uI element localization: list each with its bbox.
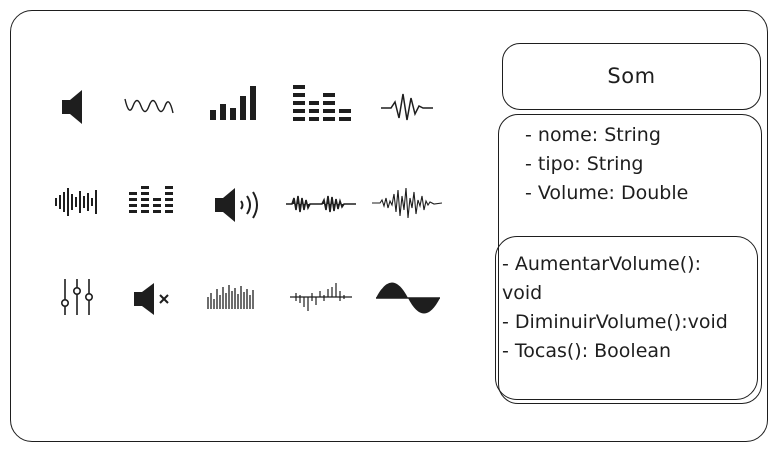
method-diminuir-volume: - DiminuirVolume():void — [502, 311, 728, 333]
attribute-tipo: - tipo: String — [525, 153, 644, 175]
signal-bars-icon — [210, 86, 256, 120]
spike-wave-icon — [290, 283, 352, 311]
diagram-frame — [10, 10, 768, 442]
methods-box — [495, 236, 758, 400]
noise-wave-icon — [372, 186, 442, 220]
attribute-nome: - nome: String — [525, 124, 661, 146]
class-name-box: Som — [502, 43, 761, 110]
sine-period-icon — [376, 275, 442, 321]
equalizer-dots-icon — [129, 186, 173, 216]
sine-wave-icon — [124, 93, 176, 119]
speaker-mute-icon — [134, 283, 174, 315]
speaker-icon — [62, 90, 86, 124]
sound-bars-icon — [54, 188, 100, 216]
method-tocas: - Tocas(): Boolean — [502, 340, 672, 362]
attributes-box — [498, 114, 762, 404]
speaker-volume-icon — [215, 188, 263, 222]
class-name: Som — [607, 64, 656, 88]
attribute-volume: - Volume: Double — [525, 182, 689, 204]
method-aumentar-volume-return: void — [502, 282, 543, 304]
equalizer-icon — [293, 85, 359, 121]
audio-wave-icon — [286, 192, 356, 216]
mixer-sliders-icon — [61, 279, 93, 315]
waveform-bars-icon — [207, 285, 255, 309]
method-aumentar-volume: - AumentarVolume(): — [502, 253, 701, 275]
pulse-wave-icon — [381, 92, 433, 122]
